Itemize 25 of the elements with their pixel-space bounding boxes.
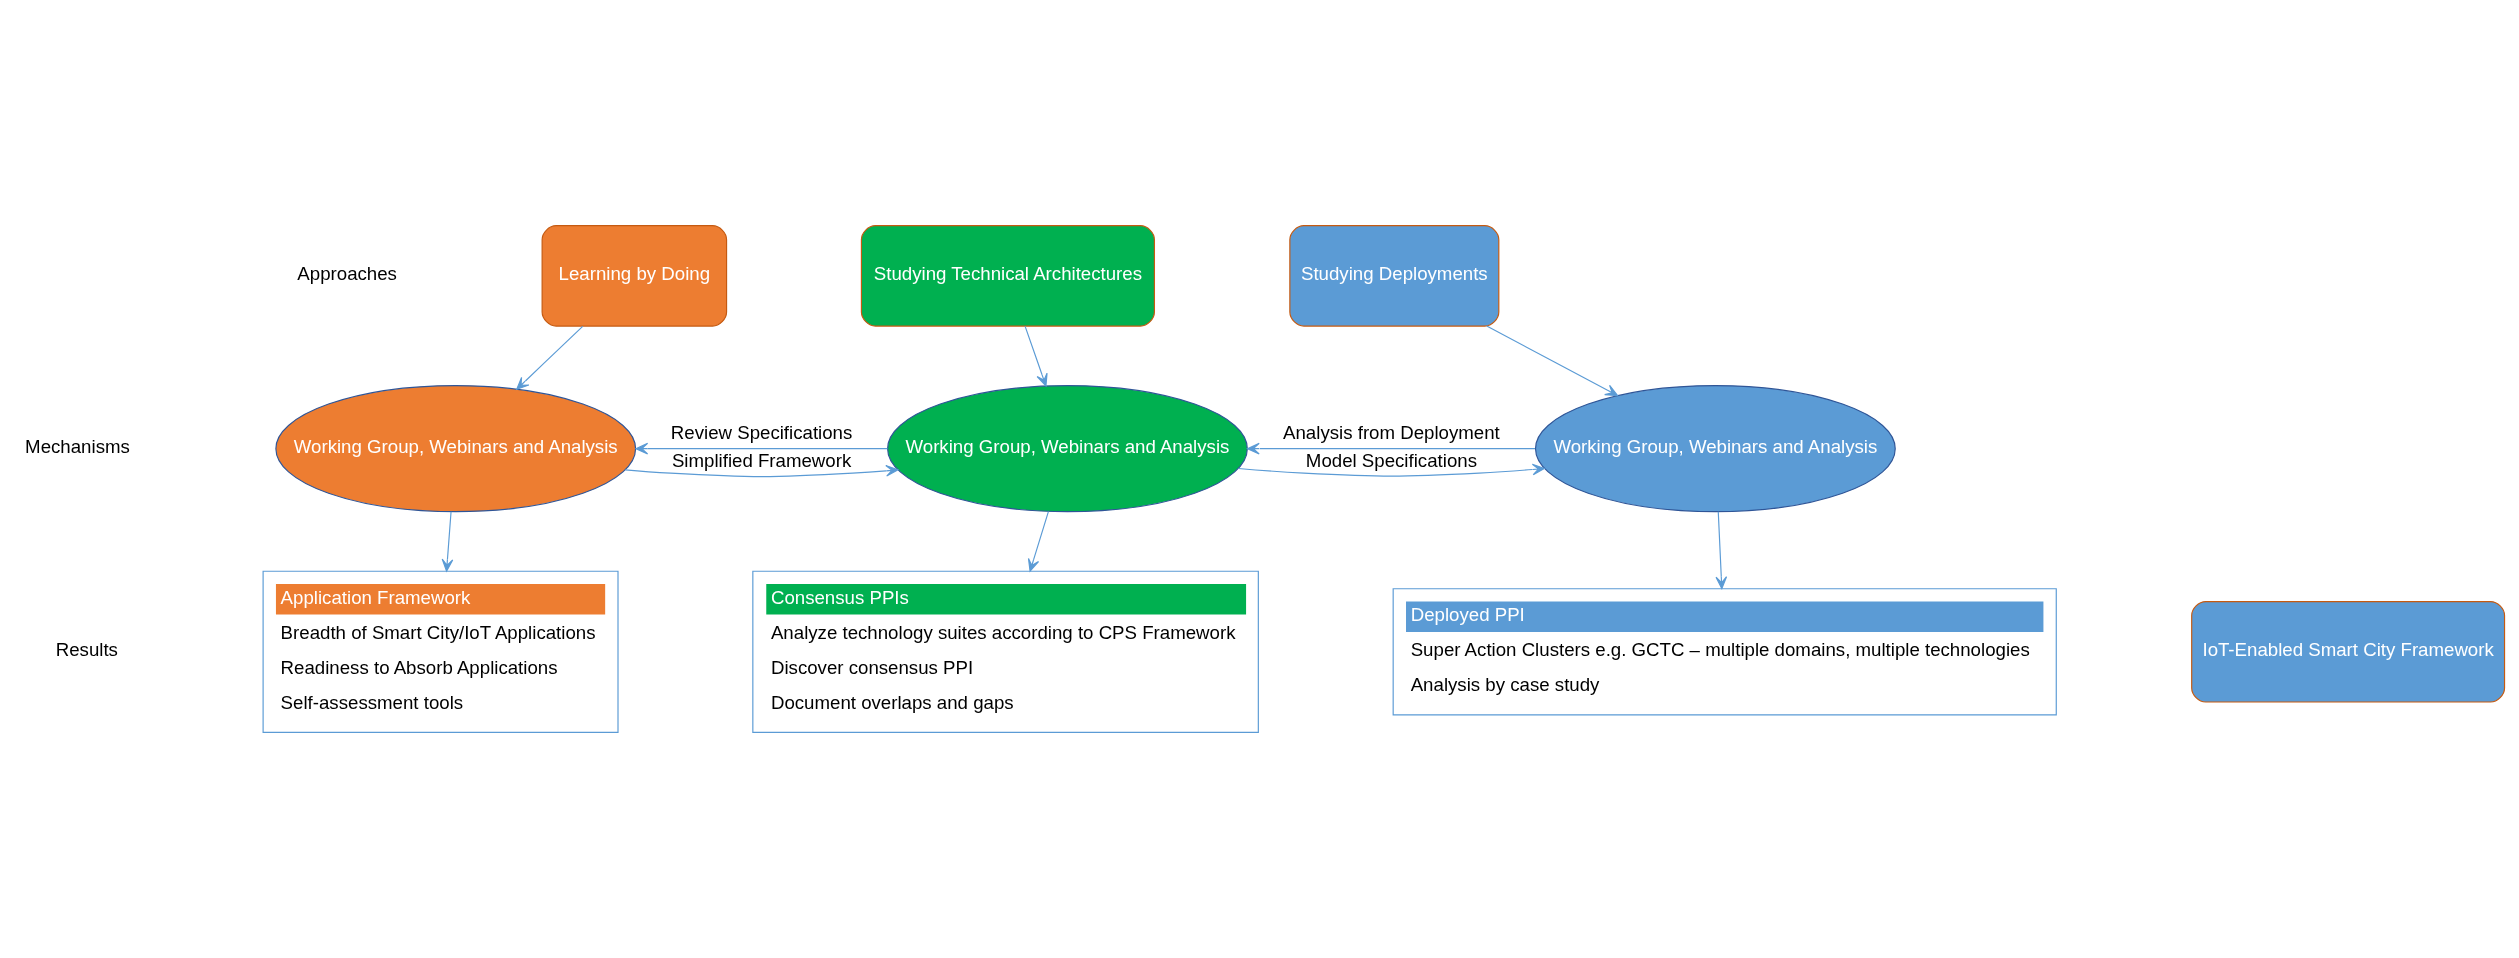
node-box: Studying Deployments <box>1289 225 1500 327</box>
node-ellipse: Working Group, Webinars and Analysis <box>275 385 637 513</box>
arrow <box>1715 511 1728 590</box>
label: Mechanisms <box>25 436 130 458</box>
node-box: IoT-Enabled Smart City Framework <box>2191 601 2506 703</box>
node-box: Deployed PPI Super Action Clusters e.g. GCTC – multiple domains, multiple technologies Analysis by case study <box>1392 588 2057 716</box>
label: Results <box>55 639 118 661</box>
arrow <box>1486 325 1619 397</box>
arrow <box>1024 325 1048 387</box>
node-box: Learning by Doing <box>541 225 728 327</box>
arrow <box>635 442 889 455</box>
edge-label: Analysis from Deployment <box>1283 422 1500 444</box>
edge-label: Model Specifications <box>1305 450 1477 472</box>
edge-label: Simplified Framework <box>671 450 852 472</box>
node-box: Studying Technical Architectures <box>860 225 1155 327</box>
arrow <box>624 465 899 478</box>
arrow <box>441 511 454 572</box>
edge-label: Review Specifications <box>670 422 853 444</box>
label: Approaches <box>297 263 397 285</box>
arrow <box>1246 442 1536 455</box>
arrow <box>1027 511 1049 572</box>
node-box: Application Framework Breadth of Smart City/IoT Applications Readiness to Absorb Applications Self-assessment tools <box>262 570 619 733</box>
node-box: Consensus PPIs Analyze technology suites according to CPS Framework Discover consensus PPI Document overlaps and gaps <box>752 570 1259 733</box>
arrow <box>1237 463 1546 477</box>
arrow <box>516 325 584 390</box>
